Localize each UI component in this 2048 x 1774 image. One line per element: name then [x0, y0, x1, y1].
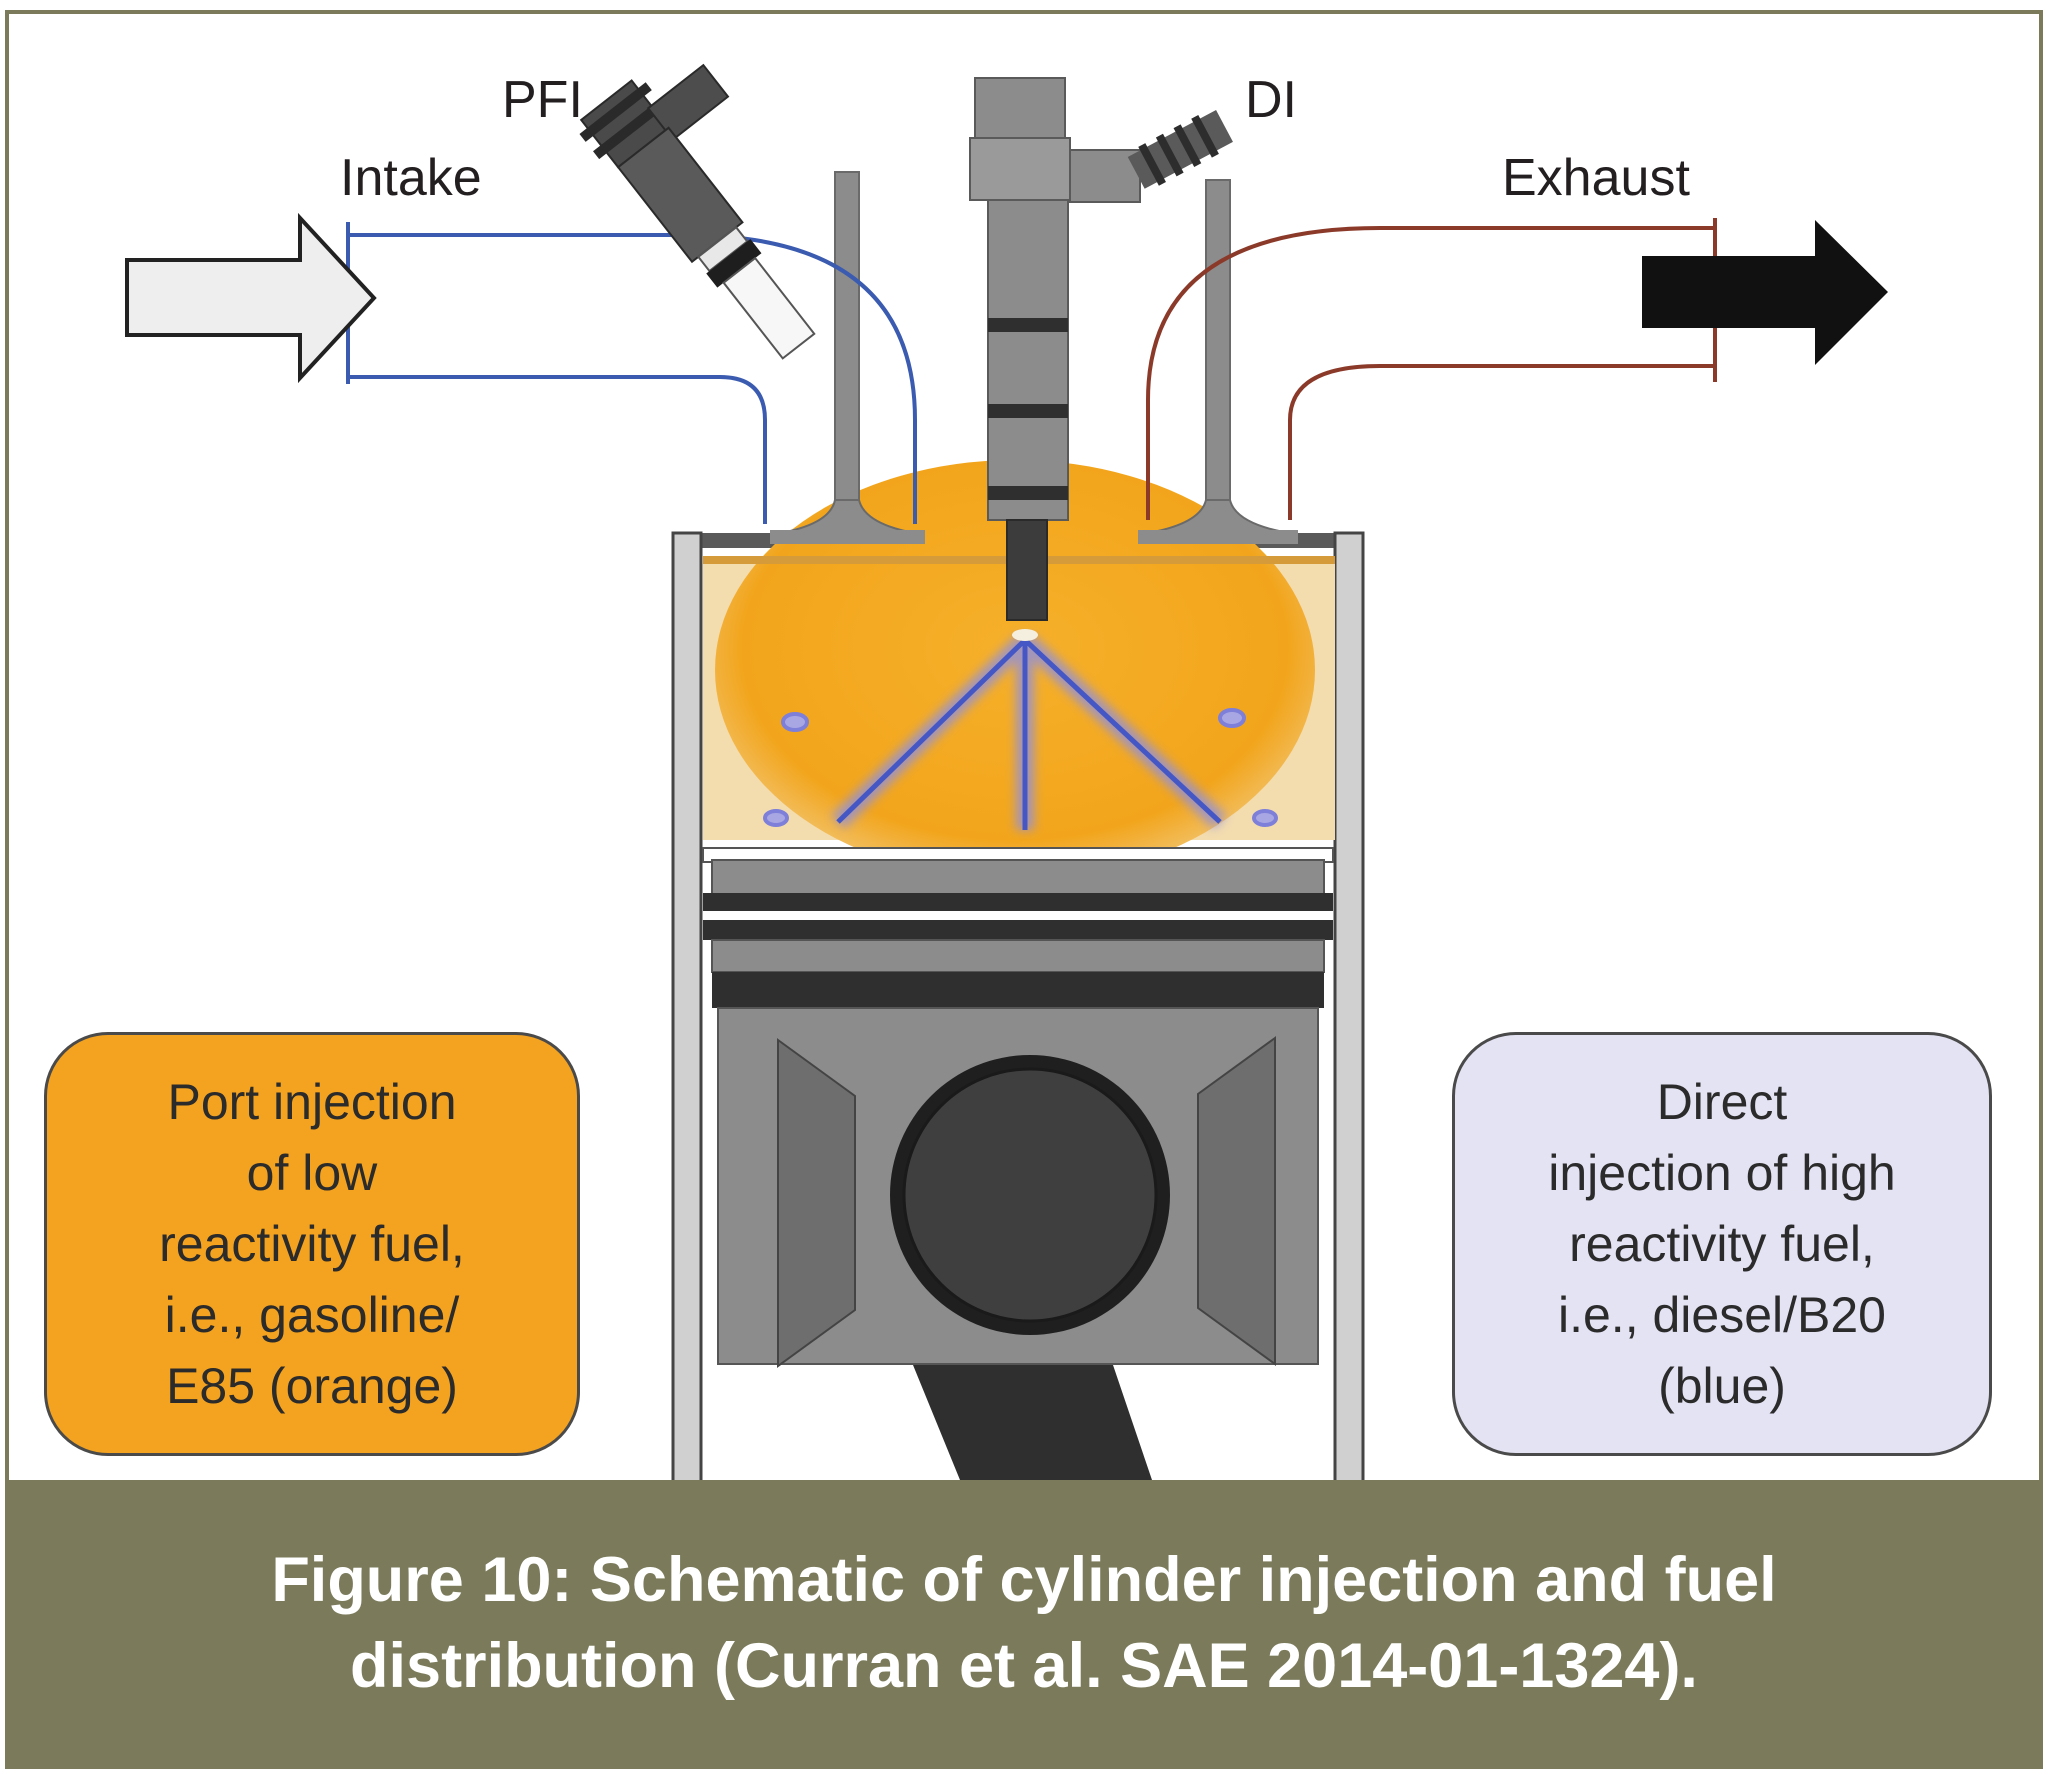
port-injection-callout: Port injection of low reactivity fuel, i…: [44, 1032, 580, 1456]
di-injector: [969, 77, 1233, 641]
direct-injection-text: Direct injection of high reactivity fuel…: [1548, 1073, 1896, 1414]
figure-caption-band: Figure 10: Schematic of cylinder injecti…: [8, 1480, 2040, 1765]
piston: [702, 847, 1334, 1368]
exhaust-label: Exhaust: [1502, 149, 1690, 207]
di-label: DI: [1245, 71, 1297, 129]
exhaust-arrow-icon: [1642, 220, 1888, 365]
port-injection-text: Port injection of low reactivity fuel, i…: [159, 1073, 465, 1414]
figure-caption: Figure 10: Schematic of cylinder injecti…: [271, 1544, 1777, 1701]
exhaust-valve: [1138, 179, 1298, 544]
pfi-injector: [579, 63, 816, 360]
connecting-rod: [913, 1365, 1152, 1480]
intake-label: Intake: [340, 149, 482, 207]
pfi-label: PFI: [502, 71, 583, 129]
di-spray-plumes: [763, 633, 1278, 830]
direct-injection-callout: Direct injection of high reactivity fuel…: [1452, 1032, 1992, 1456]
intake-valve: [770, 171, 925, 544]
intake-arrow-icon: [125, 212, 377, 384]
